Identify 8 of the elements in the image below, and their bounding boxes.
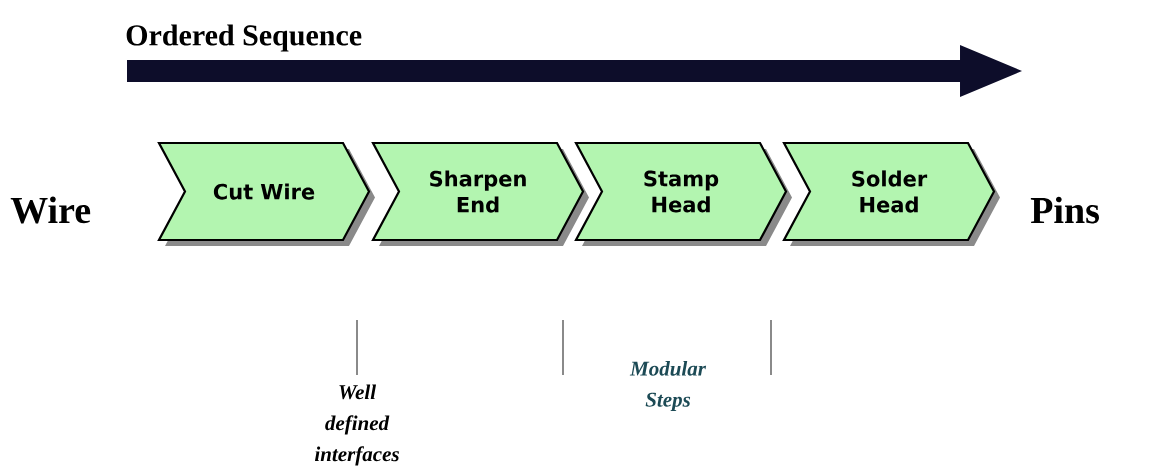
annotation: Well defined interfaces — [314, 384, 399, 466]
chevron-step: Solder Head — [782, 141, 1000, 246]
sequence-label: Ordered Sequence — [126, 24, 362, 52]
input-label: Wire — [10, 196, 91, 224]
chevron-step: Stamp Head — [574, 141, 792, 246]
annotation: Modular Steps — [629, 361, 707, 411]
chevron-step: Cut Wire — [157, 141, 375, 246]
chevron-step: Sharpen End — [371, 141, 589, 246]
